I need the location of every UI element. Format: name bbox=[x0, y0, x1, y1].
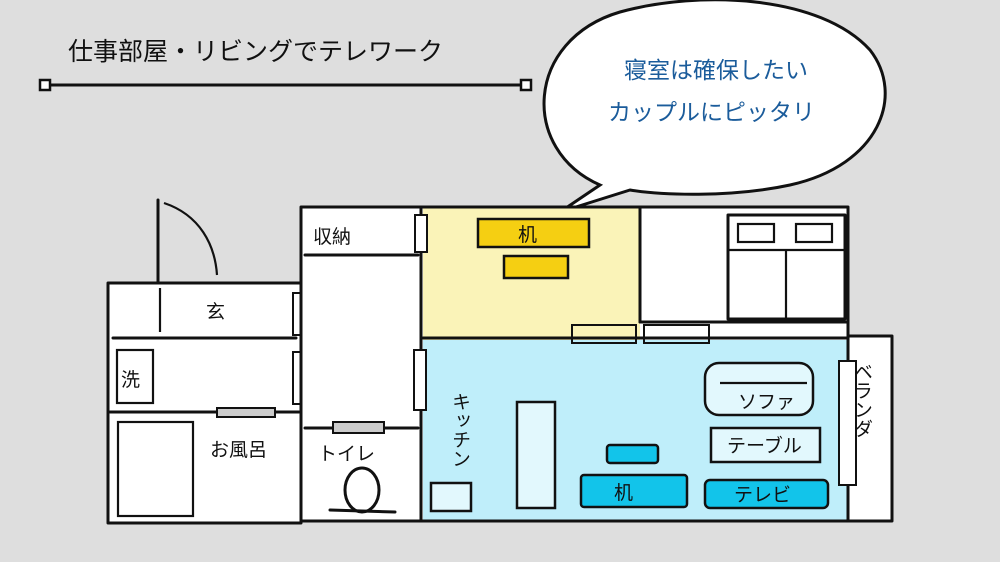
sofa bbox=[703, 361, 815, 417]
work-desk bbox=[476, 217, 591, 249]
right-block-walls bbox=[299, 205, 894, 523]
label-washer: 洗 bbox=[121, 369, 140, 391]
label-entrance: 玄 bbox=[206, 301, 225, 323]
bed bbox=[726, 213, 847, 321]
work-chair bbox=[502, 254, 570, 280]
label-table: テーブル bbox=[727, 434, 802, 457]
kitchen-counter bbox=[515, 400, 557, 510]
speech-bubble: 寝室は確保したい カップルにピッタリ bbox=[542, 0, 887, 214]
plan-title: 仕事部屋・リビングでテレワーク bbox=[68, 37, 443, 66]
label-storage: 収納 bbox=[313, 226, 351, 248]
bubble-line-2: カップルにピッタリ bbox=[608, 100, 815, 126]
bubble-line-1: 寝室は確保したい bbox=[624, 58, 808, 84]
label-living-desk: 机 bbox=[614, 482, 633, 504]
label-balcony: ベランダ bbox=[851, 362, 873, 438]
entrance-door bbox=[156, 198, 219, 285]
tv bbox=[703, 478, 830, 510]
table bbox=[709, 426, 822, 464]
fridge bbox=[429, 481, 473, 513]
label-work-desk: 机 bbox=[518, 224, 537, 246]
label-bath: お風呂 bbox=[210, 439, 267, 461]
dimension-line bbox=[38, 78, 533, 92]
label-toilet: トイレ bbox=[318, 443, 375, 465]
living-desk bbox=[579, 473, 689, 509]
kitchen-label: キッチン bbox=[449, 392, 471, 468]
label-sofa: ソファ bbox=[738, 391, 795, 413]
label-tv: テレビ bbox=[734, 484, 791, 506]
label-kitchen: キッチン bbox=[449, 392, 471, 468]
toilet-bowl bbox=[328, 466, 397, 514]
living-chair bbox=[605, 443, 660, 465]
